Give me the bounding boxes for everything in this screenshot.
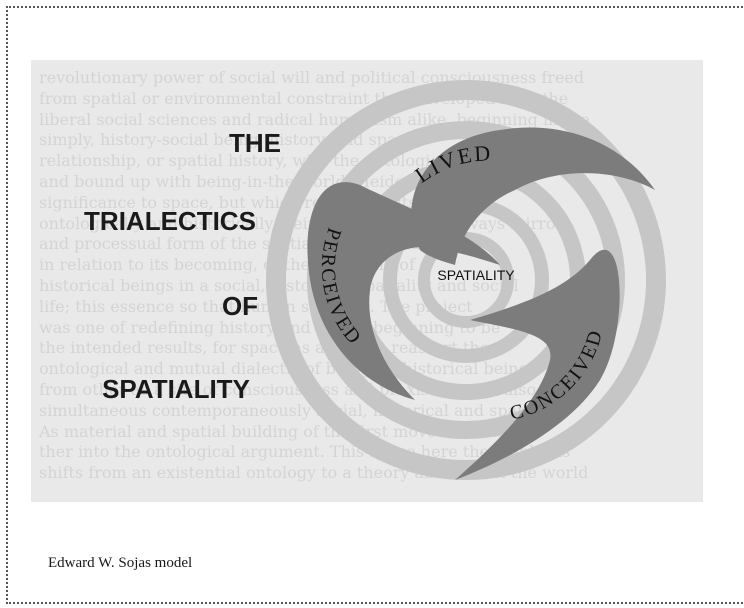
perceived-arm [307, 182, 500, 400]
title-of: OF [222, 291, 258, 321]
title-spatiality: SPATIALITY [102, 374, 250, 404]
background-text-line: As material and spatial building of the … [39, 421, 511, 441]
lived-arm [411, 127, 655, 265]
title-the: THE [229, 128, 281, 158]
figure-caption: Edward W. Sojas model [48, 555, 193, 571]
background-text-line: relationship, or spatial history, with t… [39, 151, 521, 171]
background-text-line: was one of redefining history and is now… [39, 317, 501, 337]
page-frame [6, 6, 744, 604]
background-text-line: ther into the ontological argument. This… [39, 442, 571, 462]
center-spatiality-label: SPATIALITY [437, 267, 515, 283]
triskele-arms [307, 127, 655, 480]
conceived-arm [455, 249, 620, 480]
ring [266, 80, 666, 480]
title-trialectics: TRIALECTICS [84, 206, 256, 236]
